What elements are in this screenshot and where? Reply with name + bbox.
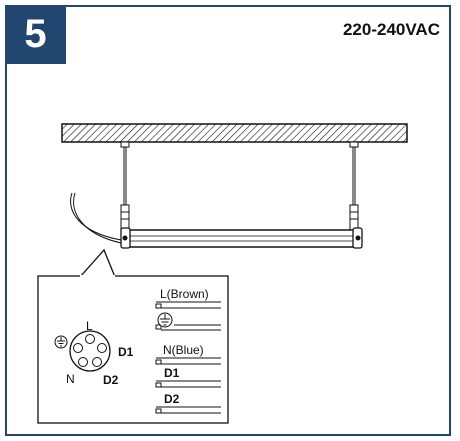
pin-earth [73,343,83,353]
terminal-earth-icon [157,312,173,328]
connector-label-dim1: D1 [118,345,134,359]
connector-callout-pointer [78,248,116,278]
linear-luminaire [120,227,363,249]
step-number-badge: 5 [5,5,66,64]
cable-gripper-left [120,204,130,231]
pin-dim2 [92,357,102,367]
ceiling-mount-right [349,141,359,148]
ceiling [61,123,408,143]
suspension-cable-right [352,147,356,205]
voltage-label: 220-240VAC [342,20,440,39]
terminal-label-dim2: D2 [164,392,180,406]
terminal-wires [155,301,221,414]
connector-label-live: L [86,319,93,333]
pin-neutral [78,357,88,367]
pin-dim1 [97,343,107,353]
power-cord [70,192,122,244]
earth-ground-icon [54,335,68,349]
connector-pinout [69,330,111,372]
ceiling-mount-left [120,141,130,148]
cable-gripper-right [349,204,359,231]
pin-live [85,334,95,344]
connector-label-neutral: N [66,372,75,386]
step-frame [5,5,451,436]
suspension-cable-left [123,147,127,205]
connector-label-dim2: D2 [103,373,119,387]
terminal-label-dim1: D1 [164,366,180,380]
terminal-label-neutral: N(Blue) [163,343,204,357]
terminal-label-live: L(Brown) [160,287,209,301]
